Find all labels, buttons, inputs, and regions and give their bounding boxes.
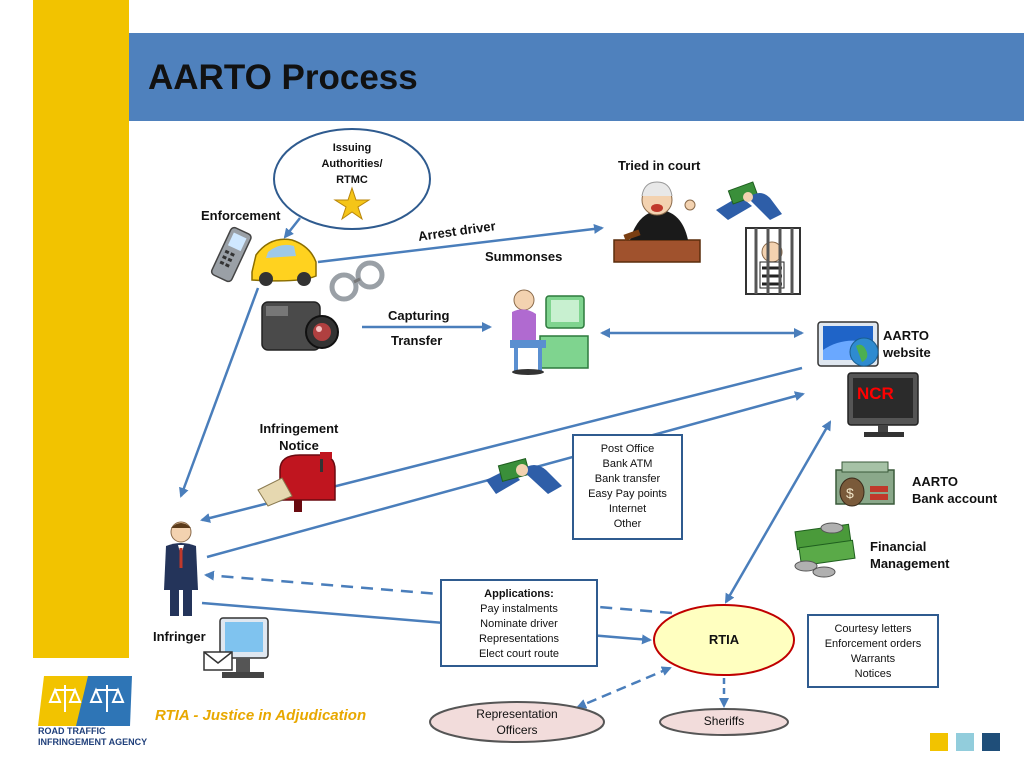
payment-methods-box: Post Office Bank ATM Bank transfer Easy … [572,434,683,540]
money-handshake-icon-top [716,181,782,220]
issuing-line-1: Issuing [332,142,372,154]
application-item: Pay instalments [480,603,558,615]
aarto-bank-line-1: AARTO [912,474,958,489]
infringer-businessman-icon [164,521,198,616]
rtia-ellipse [653,604,795,676]
application-item: Elect court route [478,648,560,660]
ncr-monitor-icon [847,372,919,437]
financial-management-label: Financial Management [870,538,949,572]
money-stack-icon [794,522,856,578]
payment-item: Bank transfer [594,473,661,485]
summonses-label: Summonses [485,249,563,264]
financial-management-line-1: Financial [870,539,927,554]
aarto-bank-account-label: AARTO Bank account [912,473,997,507]
representation-officers-line-2: Officers [496,723,538,737]
camera-icon [261,301,339,351]
applications-heading: Applications: [484,588,554,600]
rtia-logo-icon [38,676,132,726]
application-item: Representations [478,633,560,645]
tried-in-court-label: Tried in court [618,158,701,173]
courtesy-item: Enforcement orders [824,638,922,650]
sheriffs-label: Sheriffs [703,714,745,728]
prisoner-jail-icon [745,227,801,295]
issuing-authorities-ellipse [273,128,431,230]
sheriff-star-icon [333,186,371,221]
issuing-line-2: Authorities/ [321,158,383,170]
judge-icon [613,181,701,263]
arrow-rtia-representation-dashed [576,666,672,709]
footer-square-dark-blue [982,733,1000,751]
rtia-label: RTIA [708,632,740,647]
bank-money-icon: $ [835,461,895,507]
payment-item: Internet [608,503,647,515]
capturing-label: Capturing [388,308,450,323]
title-band [129,33,1024,121]
courtesy-item: Courtesy letters [834,623,912,635]
arrow-arrest-driver [317,223,604,264]
rtia-logo-text: ROAD TRAFFIC INFRINGEMENT AGENCY [38,726,147,748]
representation-officers-ellipse [429,701,605,743]
logo-line-1: ROAD TRAFFIC [38,726,106,736]
mobile-phone-icon [210,226,252,283]
courtesy-letters-box: Courtesy letters Enforcement orders Warr… [807,614,939,688]
aarto-website-line-2: website [883,345,931,360]
arrow-rtia-website [724,420,832,604]
money-handshake-icon-middle [486,458,562,494]
ncr-label: NCR [857,384,894,403]
email-monitor-icon [203,617,269,678]
arrow-issuing-to-enforcement [283,217,301,239]
application-item: Nominate driver [480,618,558,630]
sheriffs-ellipse [659,708,789,736]
footer-tagline: RTIA - Justice in Adjudication [155,707,367,724]
yellow-accent-bar [33,0,129,658]
arrow-enforcement-to-infringer [179,287,260,498]
aarto-website-line-1: AARTO [883,328,929,343]
financial-management-line-2: Management [870,556,950,571]
courtesy-item: Warrants [850,653,896,665]
transfer-label: Transfer [391,333,443,348]
footer-square-light-blue [956,733,974,751]
representation-officers-label: Representation Officers [440,706,594,738]
aarto-website-monitor-icon [817,321,879,367]
applications-box: Applications: Pay instalments Nominate d… [440,579,598,667]
payment-item: Other [613,518,642,530]
infringer-label: Infringer [153,629,206,644]
car-icon [251,238,317,286]
courtesy-item: Notices [854,668,892,680]
footer-square-yellow [930,733,948,751]
payment-item: Post Office [600,443,655,455]
arrow-rtia-to-infringer-dashed [204,570,673,615]
svg-text:$: $ [846,485,854,501]
enforcement-label: Enforcement [201,208,281,223]
handcuffs-icon [329,260,385,302]
slide-title: AARTO Process [148,58,418,97]
payment-item: Easy Pay points [588,488,667,500]
computer-operator-icon [510,289,589,375]
representation-officers-line-1: Representation [476,707,558,721]
logo-line-2: INFRINGEMENT AGENCY [38,737,148,747]
payment-item: Bank ATM [602,458,653,470]
issuing-authorities-label: Issuing Authorities/ RTMC [302,140,402,188]
infringement-notice-label: Infringement Notice [254,420,344,454]
infringement-notice-line-2: Notice [279,438,319,453]
aarto-website-label: AARTO website [883,327,931,361]
aarto-bank-line-2: Bank account [912,491,998,506]
infringement-notice-line-1: Infringement [259,421,339,436]
mailbox-icon [257,452,336,512]
issuing-line-3: RTMC [336,174,368,186]
